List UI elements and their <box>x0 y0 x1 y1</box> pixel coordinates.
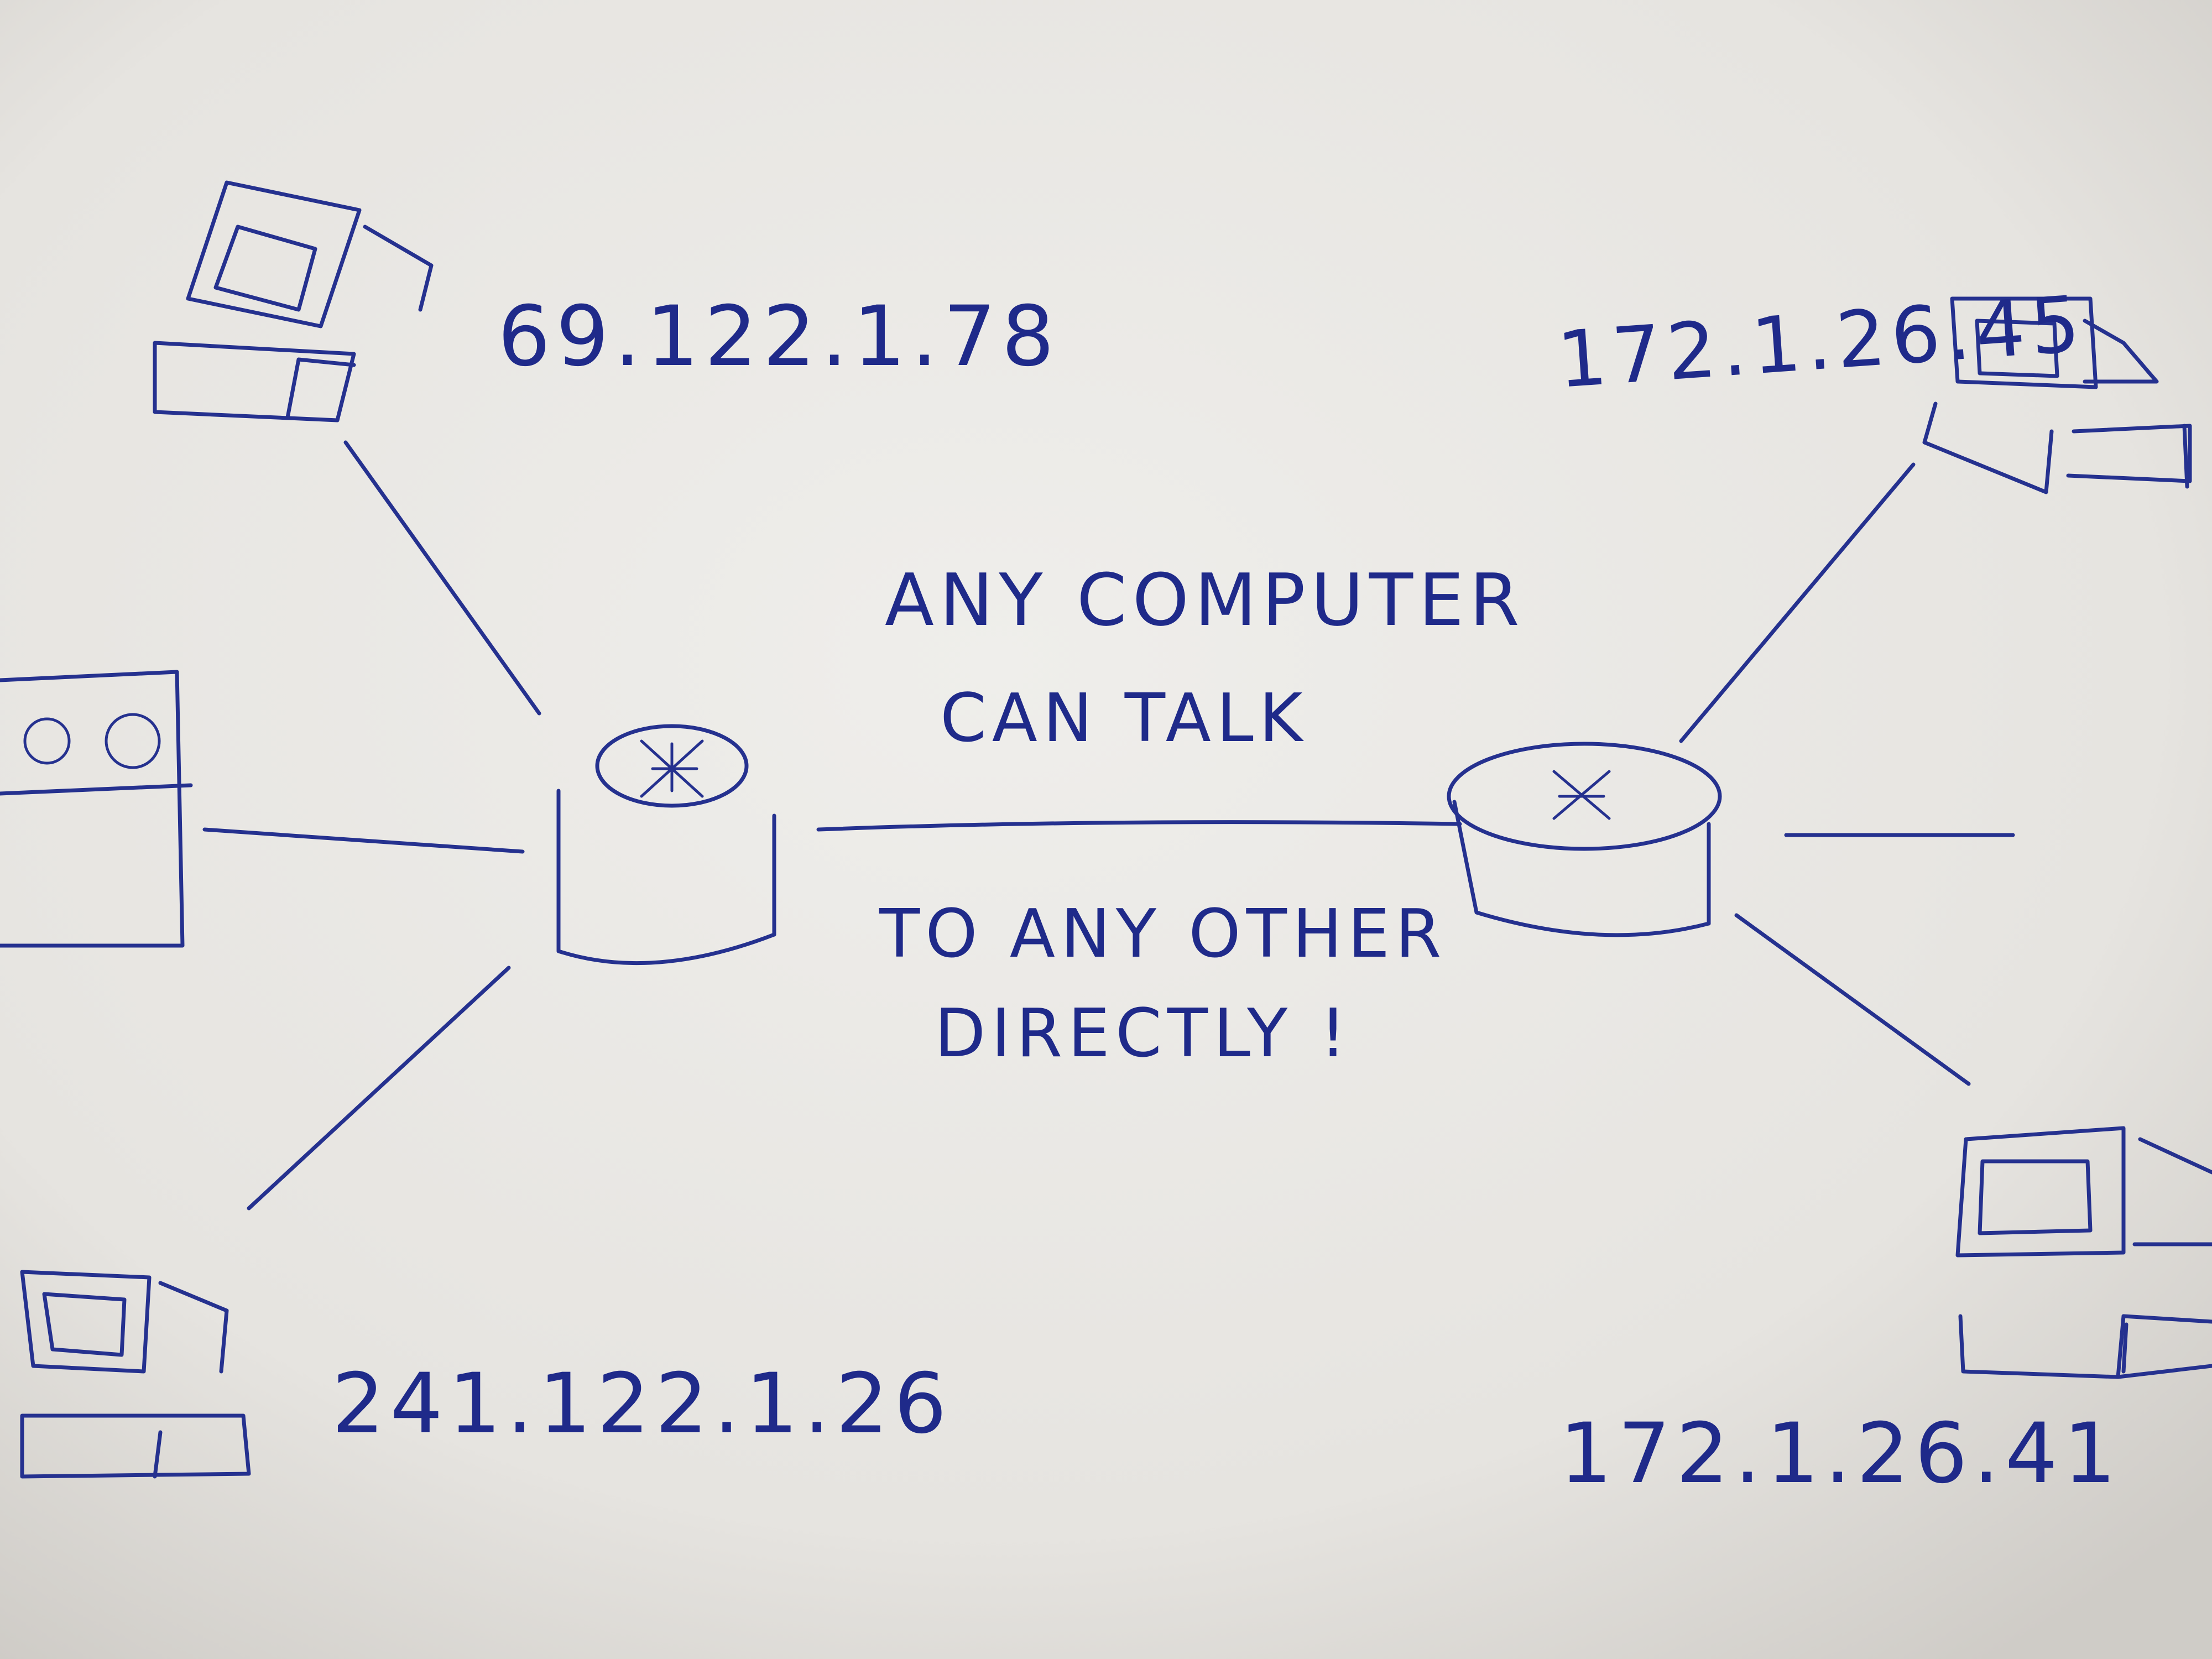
link-router-topright <box>1679 462 1916 743</box>
message-line-1: ANY COMPUTER <box>885 558 1525 642</box>
ip-top-left: 69.122.1.78 <box>498 289 1060 385</box>
computer-bottom-right <box>1955 1126 2212 1379</box>
speaker-icon <box>105 713 161 769</box>
ip-bottom-right: 172.1.26.41 <box>1559 1406 2122 1502</box>
computer-bottom-left <box>20 1270 251 1479</box>
router-icon <box>640 739 704 798</box>
speaker-icon <box>23 717 71 765</box>
computer-top-right <box>1922 296 2192 494</box>
message-line-2: CAN TALK <box>940 680 1308 757</box>
router-icon <box>1552 770 1611 820</box>
computer-top-left <box>153 180 434 422</box>
computer-left <box>0 670 193 948</box>
ip-bottom-left: 241.122.1.26 <box>332 1356 952 1452</box>
router-right <box>1447 742 1722 937</box>
message-line-4: DIRECTLY ! <box>935 995 1352 1072</box>
message-line-3: TO ANY OTHER <box>879 896 1447 973</box>
link-topleft-router <box>343 440 541 716</box>
router-left <box>556 724 776 966</box>
link-router-router <box>816 820 1462 832</box>
connection-lines <box>202 440 2015 1211</box>
link-router-bottomright <box>1734 913 1971 1086</box>
link-left-router <box>202 827 525 854</box>
link-bottomleft-router <box>247 966 511 1211</box>
